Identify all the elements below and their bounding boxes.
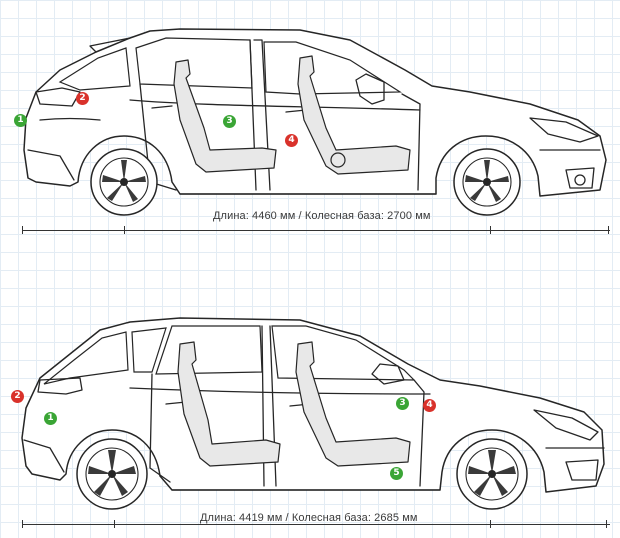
- top-tick-end: [608, 226, 609, 234]
- top-dimension-label: Длина: 4460 мм / Колесная база: 2700 мм: [213, 210, 431, 222]
- top-front-seat: [297, 55, 411, 175]
- top-car-drawing: [23, 28, 607, 216]
- bottom-front-seat: [295, 341, 411, 467]
- bottom-rear-seat: [177, 341, 281, 467]
- bottom-marker-5: 5: [390, 467, 403, 480]
- bottom-tick-front-axle: [490, 520, 491, 528]
- top-marker-1: 1: [14, 114, 27, 127]
- bottom-marker-1: 1: [44, 412, 57, 425]
- bottom-front-wheel: [456, 438, 528, 510]
- top-rear-wheel: [90, 148, 158, 216]
- top-tick-start: [22, 226, 23, 234]
- bottom-marker-3: 3: [396, 397, 409, 410]
- bottom-tick-rear-axle: [114, 520, 115, 528]
- top-front-wheel: [453, 148, 521, 216]
- top-marker-4: 4: [285, 134, 298, 147]
- bottom-tick-end: [606, 520, 607, 528]
- top-tick-rear-axle: [124, 226, 125, 234]
- top-marker-2: 2: [76, 92, 89, 105]
- bottom-car-drawing: [21, 317, 605, 510]
- bottom-rear-wheel: [76, 438, 148, 510]
- top-rear-seat: [173, 59, 277, 173]
- top-marker-3: 3: [223, 115, 236, 128]
- bottom-marker-4: 4: [423, 399, 436, 412]
- top-dimension-line: [22, 230, 610, 231]
- bottom-car-panel: 2 1 3 4 5 Длина: 4419 мм / Колесная база…: [0, 268, 620, 538]
- bottom-marker-2: 2: [11, 390, 24, 403]
- bottom-dimension-label: Длина: 4419 мм / Колесная база: 2685 мм: [200, 512, 418, 524]
- top-tick-front-axle: [490, 226, 491, 234]
- bottom-dimension-line: [22, 524, 610, 525]
- bottom-tick-start: [22, 520, 23, 528]
- top-car-panel: 1 2 3 4 Длина: 4460 мм / Колесная база: …: [0, 0, 620, 250]
